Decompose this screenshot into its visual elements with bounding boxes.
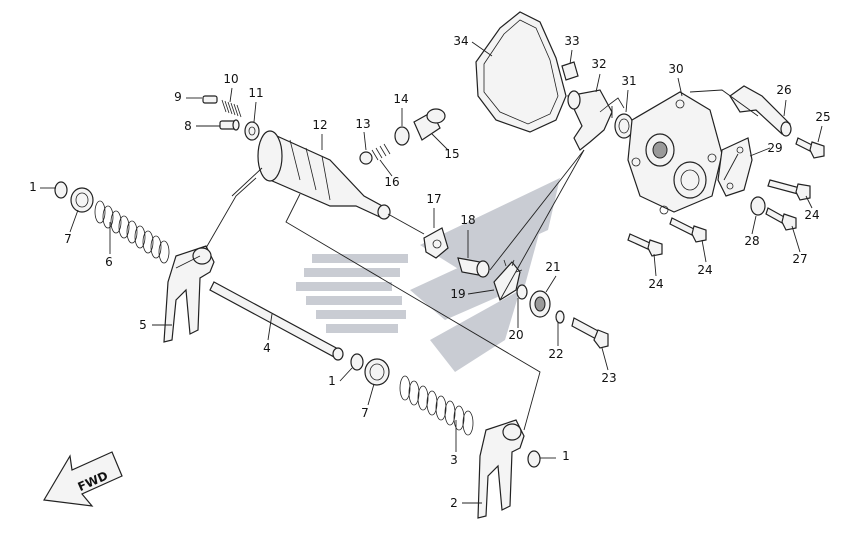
callout-7: 7 — [64, 232, 72, 246]
detent-pin — [202, 95, 218, 104]
callout-1: 1 — [562, 449, 570, 463]
detent-bolt — [219, 119, 240, 131]
circlip-right — [527, 450, 541, 468]
callout-6: 6 — [105, 255, 113, 269]
callout-13: 13 — [355, 117, 370, 131]
o-ring — [394, 126, 410, 146]
washer-22 — [555, 310, 565, 324]
callout-16: 16 — [384, 175, 399, 189]
callout-23: 23 — [601, 371, 616, 385]
spring-right — [399, 375, 474, 436]
callout-33: 33 — [564, 34, 579, 48]
callout-21: 21 — [545, 260, 560, 274]
plunger-spring — [371, 143, 391, 161]
sleeve-left — [70, 187, 94, 213]
cam-plate — [423, 227, 449, 259]
callout-7: 7 — [361, 406, 369, 420]
washer-28 — [750, 196, 766, 216]
bolt-25 — [795, 137, 825, 159]
callout-5: 5 — [139, 318, 147, 332]
callout-31: 31 — [621, 74, 636, 88]
callout-17: 17 — [426, 192, 441, 206]
callout-27: 27 — [792, 252, 807, 266]
assembly-lines — [175, 89, 759, 431]
shift-fork-right — [477, 419, 525, 519]
shift-fork-left — [163, 245, 215, 343]
bolt-27 — [765, 207, 797, 231]
bolt-24-middle — [669, 217, 707, 243]
callout-24: 24 — [697, 263, 712, 277]
gearshift-spindle — [567, 89, 625, 151]
callout-22: 22 — [548, 347, 563, 361]
sleeve-middle — [364, 358, 390, 386]
detent-ball — [359, 151, 373, 165]
gearshift-cover — [627, 91, 723, 215]
cover-gasket — [475, 11, 567, 133]
callout-9: 9 — [174, 90, 182, 104]
callout-4: 4 — [263, 341, 271, 355]
callout-29: 29 — [767, 141, 782, 155]
shift-drum — [257, 130, 391, 220]
callout-25: 25 — [815, 110, 830, 124]
callout-10: 10 — [223, 72, 238, 86]
bolt-24-upper — [767, 179, 811, 201]
callout-26: 26 — [776, 83, 791, 97]
shift-lever-shaft — [729, 85, 792, 137]
callout-19: 19 — [450, 287, 465, 301]
detent-washer — [244, 121, 260, 141]
lever-bracket — [717, 137, 753, 197]
thin-washer — [516, 284, 528, 300]
callout-11: 11 — [248, 86, 263, 100]
watermark-logo — [296, 178, 560, 372]
dowel-pin — [561, 61, 579, 81]
callout-2: 2 — [450, 496, 458, 510]
circlip-middle — [350, 353, 364, 371]
fwd-arrow: FWD — [43, 451, 123, 507]
ratchet-gear — [493, 259, 523, 301]
callout-24: 24 — [804, 208, 819, 222]
callout-15: 15 — [444, 147, 459, 161]
callout-leaders — [40, 41, 823, 504]
callout-1: 1 — [29, 180, 37, 194]
callout-28: 28 — [744, 234, 759, 248]
stopper-shaft — [413, 108, 446, 141]
circlip-left — [54, 181, 68, 199]
callout-24: 24 — [648, 277, 663, 291]
bolt-24-lower — [627, 233, 663, 257]
fork-shaft — [209, 281, 344, 361]
callout-12: 12 — [312, 118, 327, 132]
callout-32: 32 — [591, 57, 606, 71]
detent-spring — [221, 99, 242, 118]
spring-left — [94, 200, 170, 264]
callout-14: 14 — [393, 92, 408, 106]
callout-8: 8 — [184, 119, 192, 133]
callout-20: 20 — [508, 328, 523, 342]
callout-34: 34 — [453, 34, 468, 48]
bolt-23 — [571, 317, 609, 349]
callout-3: 3 — [450, 453, 458, 467]
bushing — [529, 290, 551, 318]
callout-1: 1 — [328, 374, 336, 388]
cam-pin — [457, 257, 490, 278]
callout-30: 30 — [668, 62, 683, 76]
callout-18: 18 — [460, 213, 475, 227]
